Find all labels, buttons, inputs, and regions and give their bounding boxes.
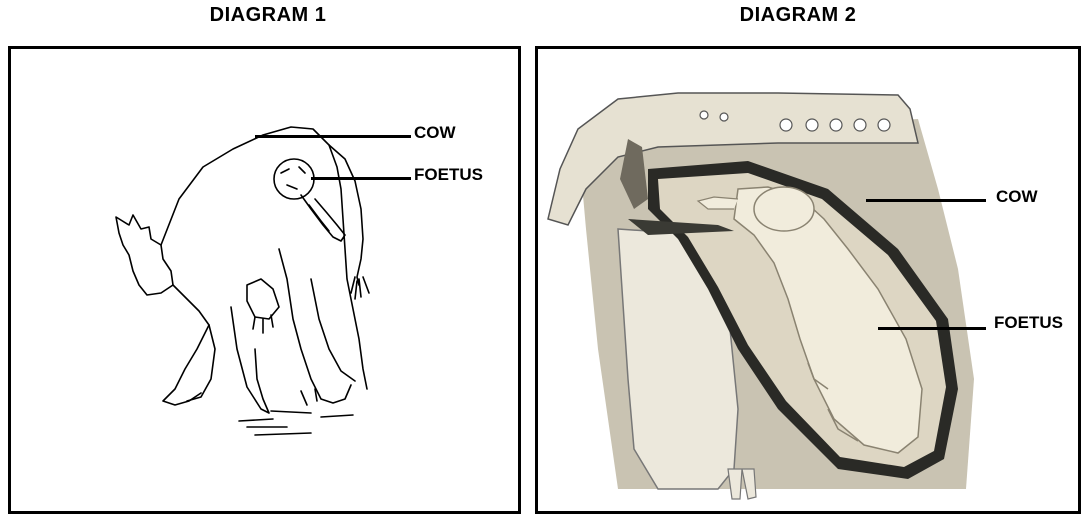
cow-udder [247, 279, 279, 319]
diagram-2-title: DIAGRAM 2 [668, 4, 928, 27]
cow-leader-line-1 [255, 135, 411, 138]
cow-line-drawing [11, 49, 518, 511]
cow-label-2: COW [996, 187, 1038, 207]
foetus-label-2: FOETUS [994, 313, 1063, 333]
cow-front-leg [163, 325, 209, 405]
diagram-2-panel: COW FOETUS [535, 46, 1081, 514]
foetus-head [274, 159, 314, 199]
cow-head [116, 215, 173, 295]
foetus-head [754, 187, 814, 231]
foetus-label-1: FOETUS [414, 165, 483, 185]
cow-cross-section-drawing [538, 49, 1078, 511]
cow-label-1: COW [414, 123, 456, 143]
foetus-leader-line-2 [878, 327, 986, 330]
ground-lines [239, 411, 353, 435]
cow-hind-leg [279, 249, 351, 403]
foetus-legs [301, 195, 345, 241]
diagram-1-panel: COW FOETUS [8, 46, 521, 514]
cow-leader-line-2 [866, 199, 986, 202]
diagram-1-title: DIAGRAM 1 [138, 4, 398, 27]
foetus-leader-line-1 [311, 177, 411, 180]
cow-body-outline [161, 127, 367, 389]
